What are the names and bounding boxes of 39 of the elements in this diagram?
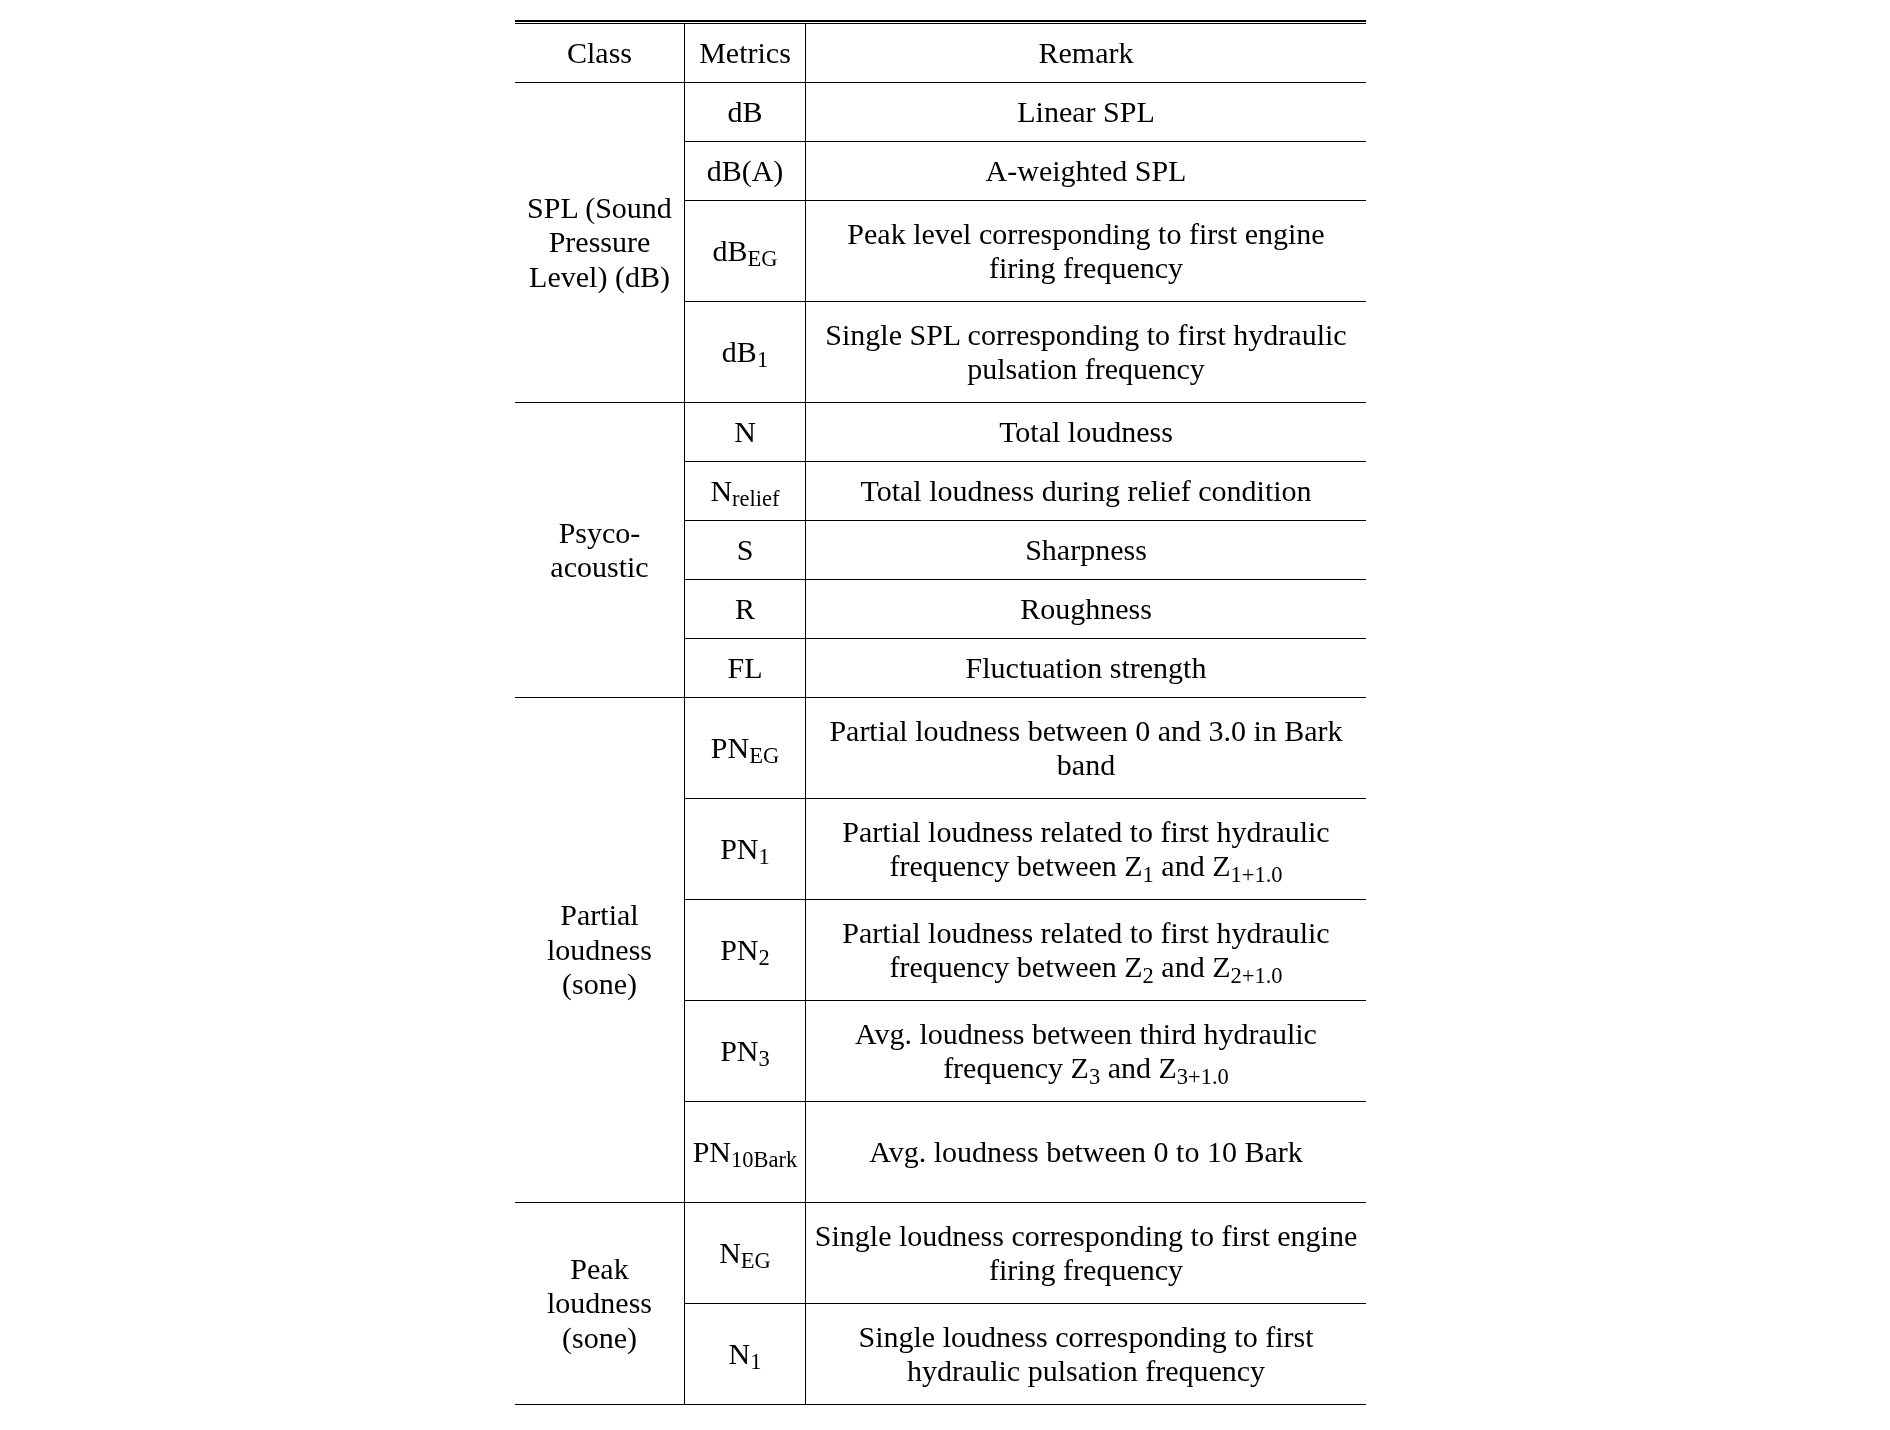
metric-symbol: N$_{1}$: [728, 1336, 762, 1372]
class-label: SPL (Sound Pressure Level) (dB): [526, 190, 673, 295]
remark-text: Single SPL corresponding to first hydraulic pulsation frequency: [824, 317, 1348, 387]
remark-text: Linear SPL: [1017, 94, 1155, 130]
remark-text: Partial loudness related to first hydraulic frequency between Z$_{1}$ and Z$_{1+1.0}$: [841, 814, 1331, 884]
metric-symbol: dB$_{EG}$: [712, 233, 778, 269]
remark-text: Partial loudness between 0 and 3.0 in Bark band: [828, 713, 1344, 783]
remark-text: Peak level corresponding to first engine firing frequency: [846, 216, 1326, 286]
remark-text: Sharpness: [1025, 532, 1147, 568]
metric-symbol: PN$_{1}$: [720, 831, 770, 867]
metric-symbol: PN$_{3}$: [720, 1033, 770, 1069]
class-label: Partial loudness (sone): [546, 898, 653, 1002]
remark-text: Single loudness corresponding to first hydraulic pulsation frequency: [857, 1319, 1315, 1389]
remark-text: Avg. loudness between 0 to 10 Bark: [869, 1134, 1303, 1170]
metric-symbol: PN$_{EG}$: [710, 730, 780, 766]
remark-text: Total loudness during relief condition: [860, 473, 1312, 509]
metric-symbol: PN$_{2}$: [720, 932, 770, 968]
table-header: Class: [567, 35, 632, 71]
table-header: Remark: [1038, 35, 1134, 71]
class-label: Psyco-acoustic: [549, 515, 650, 585]
metric-symbol: dB: [727, 94, 763, 130]
remark-text: Avg. loudness between third hydraulic frequency Z$_{3}$ and Z$_{3+1.0}$: [854, 1016, 1318, 1086]
metric-symbol: dB(A): [706, 153, 784, 189]
metric-symbol: N$_{EG}$: [719, 1235, 771, 1271]
remark-text: Single loudness corresponding to first engine firing frequency: [814, 1218, 1358, 1288]
metric-symbol: PN$_{10Bark}$: [692, 1134, 798, 1170]
class-label: Peak loudness (sone): [546, 1251, 653, 1356]
table-header: Metrics: [699, 35, 791, 71]
remark-text: Total loudness: [999, 414, 1173, 450]
metric-symbol: FL: [727, 650, 763, 686]
metric-symbol: N: [734, 414, 756, 450]
remark-text: Partial loudness related to first hydraulic frequency between Z$_{2}$ and Z$_{2+1.0}$: [841, 915, 1331, 985]
metric-symbol: S: [736, 532, 754, 568]
metric-symbol: R: [735, 591, 755, 627]
metric-symbol: N$_{relief}$: [710, 473, 780, 509]
remark-text: Fluctuation strength: [965, 650, 1207, 686]
remark-text: Roughness: [1020, 591, 1152, 627]
metric-symbol: dB$_{1}$: [721, 334, 769, 370]
remark-text: A-weighted SPL: [985, 153, 1187, 189]
